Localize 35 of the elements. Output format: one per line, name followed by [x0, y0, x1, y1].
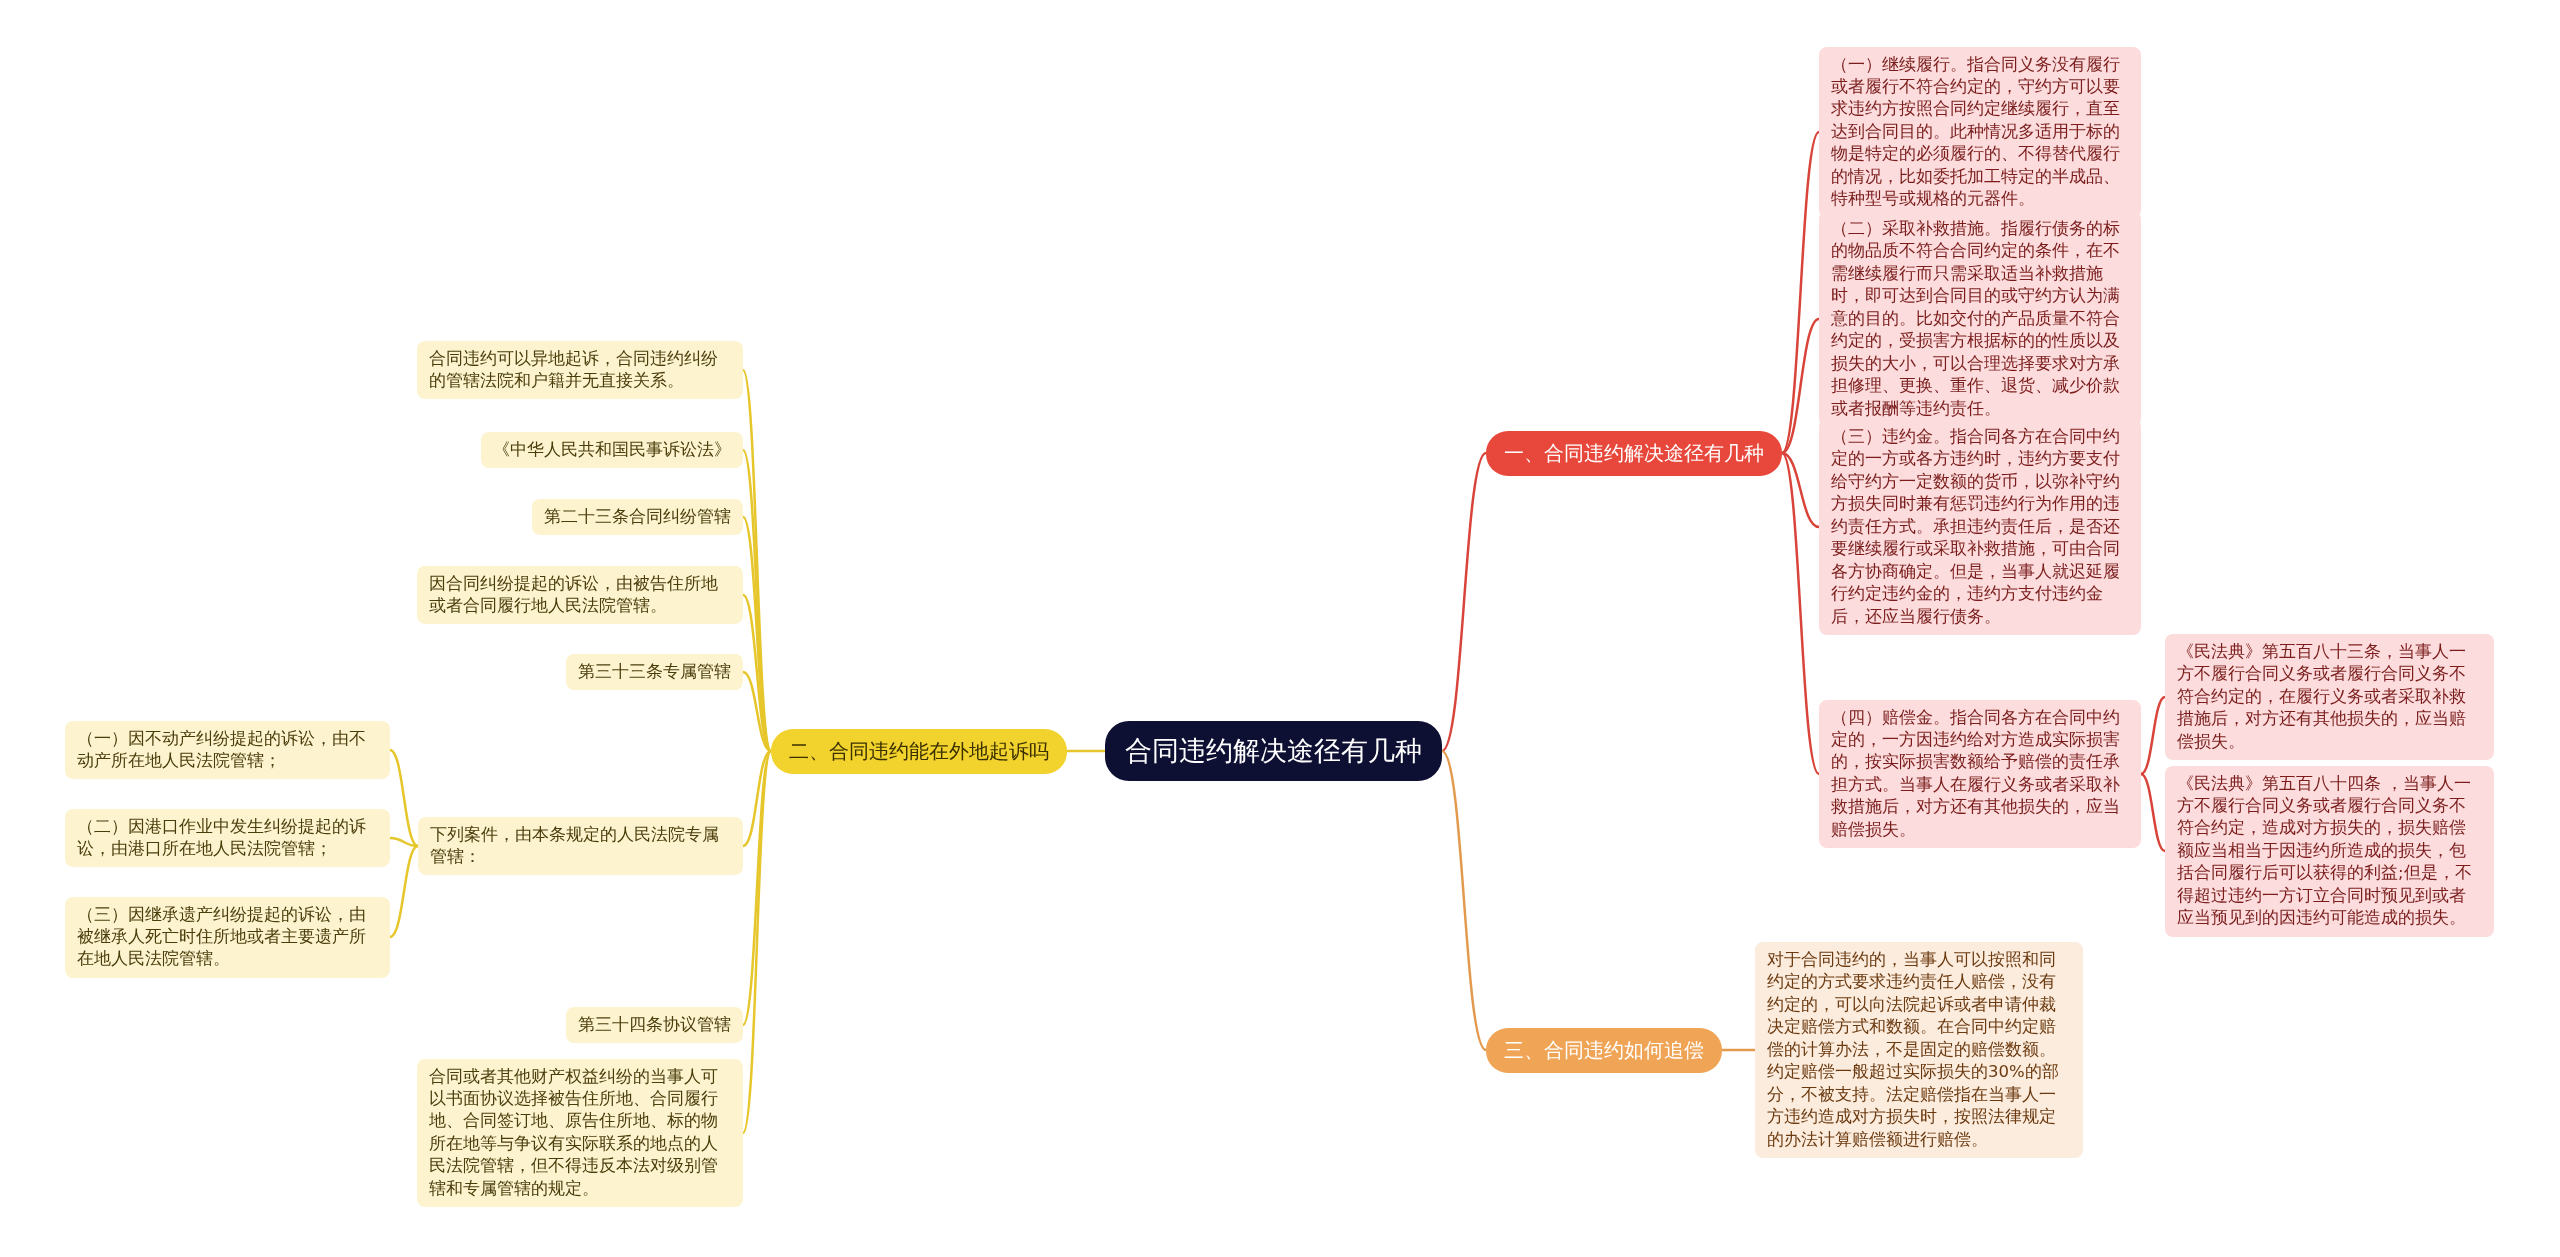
branch-topic: 一、合同违约解决途径有几种 — [1486, 430, 1782, 476]
connector-line — [389, 836, 419, 848]
connector-line — [1067, 749, 1105, 753]
connector-line — [1722, 1048, 1755, 1052]
text-card: 合同违约可以异地起诉，合同违约纠纷的管辖法院和户籍并无直接关系。 — [417, 340, 743, 400]
connector-line — [741, 750, 773, 1134]
text-card: 第三十四条协议管辖 — [566, 1007, 743, 1044]
text-card: （四）赔偿金。指合同各方在合同中约定的，一方因违约给对方造成实际损害的，按实际损害数额给予赔偿的责任承担方式。当事人在履行义务或者采取补救措施后，对方还有其他损失的，应当赔偿损失。 — [1819, 699, 2141, 849]
text-card: 第二十三条合同纠纷管辖 — [532, 499, 743, 536]
text-card: 对于合同违约的，当事人可以按照和同约定的方式要求违约责任人赔偿，没有约定的，可以向法院起诉或者申请仲裁决定赔偿方式和数额。在合同中约定赔偿的计算办法，不是固定的赔偿数额。约定赔偿一般超过实际损失的30%的部分，不被支持。法定赔偿指在当事人一方违约造成对方损失时，按照法律规定的办法计算赔偿额进行赔偿。 — [1755, 942, 2083, 1158]
connector-line — [1441, 750, 1487, 1051]
text-card: 《民法典》第五百八十三条，当事人一方不履行合同义务或者履行合同义务不符合约定的，在履行义务或者采取补救措施后，对方还有其他损失的，应当赔偿损失。 — [2165, 634, 2494, 761]
connector-line — [1441, 452, 1487, 752]
text-card: 《民法典》第五百八十四条 ，当事人一方不履行合同义务或者履行合同义务不符合约定，造成对方损失的，损失赔偿额应当相当于因违约所造成的损失，包括合同履行后可以获得的利益;但是，不得超过违约一方订立合同时预见到或者应当预见到的因违约可能造成的损失。 — [2165, 765, 2494, 937]
connector-line — [1781, 317, 1820, 455]
text-card: 下列案件，由本条规定的人民法院专属管辖： — [418, 816, 743, 876]
text-card: （三）因继承遗产纠纷提起的诉讼，由被继承人死亡时住所地或者主要遗产所在地人民法院管辖。 — [65, 896, 390, 978]
connector-line — [2140, 772, 2166, 853]
text-card: 《中华人民共和国民事诉讼法》 — [481, 432, 743, 469]
text-card: （二）因港口作业中发生纠纷提起的诉讼，由港口所在地人民法院管辖； — [65, 808, 390, 868]
connector-line — [2140, 695, 2166, 776]
text-card: 第三十三条专属管辖 — [566, 654, 743, 691]
root-topic: 合同违约解决途径有几种 — [1105, 720, 1442, 782]
connector-line — [1780, 452, 1821, 775]
text-card: 因合同纠纷提起的诉讼，由被告住所地或者合同履行地人民法院管辖。 — [417, 565, 743, 625]
text-card: 合同或者其他财产权益纠纷的当事人可以书面协议选择被告住所地、合同履行地、合同签订地、原告住所地、标的物所在地等与争议有实际联系的地点的人民法院管辖，但不得违反本法对级别管辖和专属管辖的规定。 — [417, 1058, 743, 1208]
connector-line — [1780, 131, 1821, 454]
connector-line — [1781, 451, 1820, 529]
branch-topic: 二、合同违约能在外地起诉吗 — [771, 728, 1067, 774]
branch-topic: 三、合同违约如何追偿 — [1486, 1027, 1722, 1073]
connector-line — [389, 748, 419, 848]
connector-line — [742, 749, 772, 848]
connector-line — [389, 844, 419, 939]
text-card: （一）因不动产纠纷提起的诉讼，由不动产所在地人民法院管辖； — [65, 720, 390, 780]
connector-line — [742, 670, 772, 753]
